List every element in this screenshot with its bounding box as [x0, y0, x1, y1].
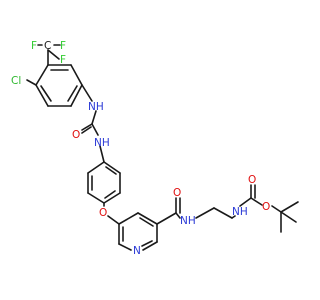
amide-oxygen-label: O: [173, 187, 181, 199]
pyridine-nitrogen-label: N: [133, 245, 141, 257]
structure-canvas: Cl F C F F NH O NH O O NH NH O O N: [11, 40, 299, 257]
ether-linker-bonds: [103, 202, 120, 225]
carbamate-carbonyl-oxygen-label: O: [248, 174, 256, 186]
fluorine-atom-label-top-right: F: [60, 40, 66, 52]
carbamate-ester-oxygen-label: O: [262, 201, 270, 213]
fluorine-atom-label-top-left: F: [31, 40, 37, 52]
pyridine-ring: [118, 212, 158, 251]
carbamate-bonds: [239, 184, 263, 207]
amide-bonds: [156, 197, 181, 225]
molecule-structure-diagram: Cl F C F F NH O NH O O NH NH O O N: [11, 40, 299, 257]
carbamate-nh-label: NH: [232, 206, 248, 218]
ethylene-linker-bonds: [195, 207, 236, 219]
urea-nh-lower-label: NH: [94, 137, 110, 149]
chloro-trifluoromethyl-phenyl-ring: [35, 64, 83, 107]
ether-oxygen-label: O: [99, 207, 107, 219]
cf3-carbon-label: C: [44, 40, 51, 52]
central-phenyl-ring: [87, 161, 121, 204]
fluorine-atom-label-right: F: [60, 54, 66, 66]
chlorine-atom-label: Cl: [11, 75, 21, 87]
trifluoromethyl-bonds: [37, 44, 61, 66]
urea-oxygen-label: O: [72, 129, 80, 141]
urea-linker-bonds: [81, 84, 105, 163]
amide-nh-label: NH: [180, 215, 196, 227]
bond-ring-cl: [26, 79, 37, 86]
tert-butyl-bonds: [271, 201, 299, 233]
urea-nh-upper-label: NH: [88, 101, 104, 113]
